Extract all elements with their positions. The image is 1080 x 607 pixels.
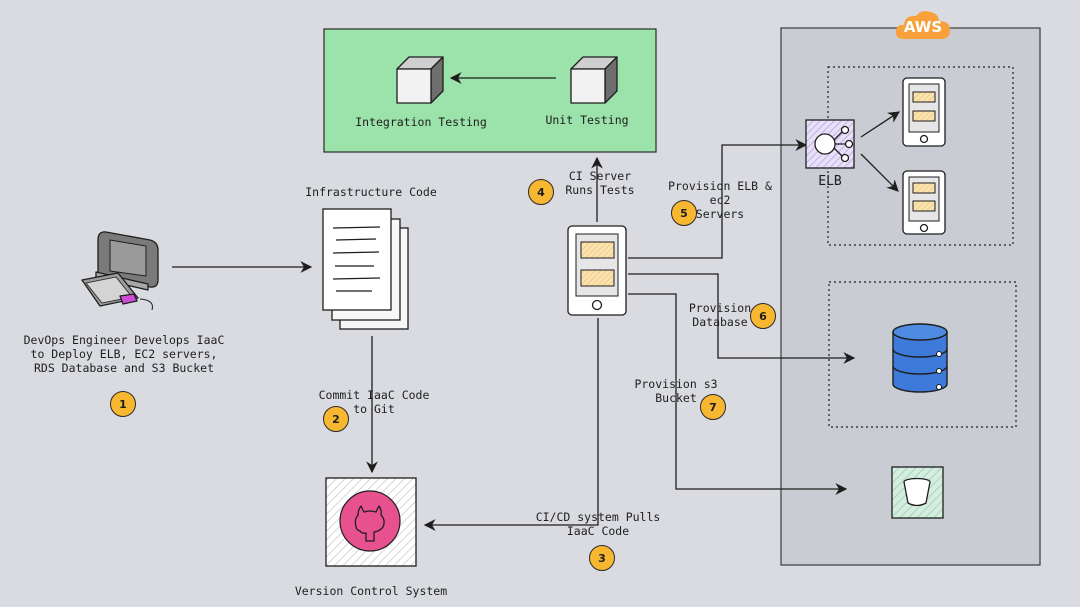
elb-label: ELB	[818, 174, 842, 189]
database-icon	[892, 323, 948, 393]
step-7-text: Provision s3 Bucket	[634, 377, 718, 405]
arrow-elb-to-server-2	[860, 153, 899, 192]
unit-testing-cube-icon	[570, 56, 618, 104]
elb-icon	[805, 119, 855, 169]
step-4-badge: 4	[528, 179, 554, 205]
ci-server-icon	[567, 225, 627, 316]
arrow-provision-elb	[628, 139, 808, 259]
database-group-box	[828, 281, 1017, 428]
integration-testing-label: Integration Testing	[355, 115, 487, 129]
arrow-provision-s3	[628, 293, 848, 495]
arrow-provision-database	[628, 273, 856, 364]
step-2-badge: 2	[323, 406, 349, 432]
computer-icon	[81, 231, 159, 311]
arrow-elb-to-server-1	[860, 111, 900, 138]
step-3-text: CI/CD system Pulls IaaC Code	[535, 510, 661, 538]
step-7-badge: 7	[700, 394, 726, 420]
infrastructure-code-document-icon	[322, 208, 409, 330]
step-5-badge: 5	[671, 200, 697, 226]
infrastructure-code-label: Infrastructure Code	[305, 185, 437, 199]
s3-bucket-icon	[891, 466, 944, 519]
aws-label: AWS	[903, 18, 943, 36]
aws-logo: AWS	[894, 9, 952, 41]
step-6-text: Provision Database	[688, 301, 752, 329]
step-6-badge: 6	[750, 303, 776, 329]
arrow-pull-to-git	[423, 318, 599, 531]
integration-testing-cube-icon	[396, 56, 444, 104]
step-4-text: CI Server Runs Tests	[565, 169, 635, 197]
ec2-server-2-icon	[902, 170, 946, 235]
step-3-badge: 3	[589, 545, 615, 571]
step-2-text: Commit IaaC Code to Git	[318, 388, 430, 416]
version-control-label: Version Control System	[294, 584, 448, 598]
aws-cloud-shape-icon	[895, 11, 950, 39]
github-icon	[339, 490, 401, 552]
step-5-text: Provision ELB & ec2 Servers	[668, 179, 772, 221]
unit-testing-label: Unit Testing	[545, 113, 629, 127]
ec2-server-1-icon	[902, 77, 946, 147]
step-1-badge: 1	[110, 391, 136, 417]
developer-caption: DevOps Engineer Develops IaaC to Deploy …	[23, 333, 225, 375]
